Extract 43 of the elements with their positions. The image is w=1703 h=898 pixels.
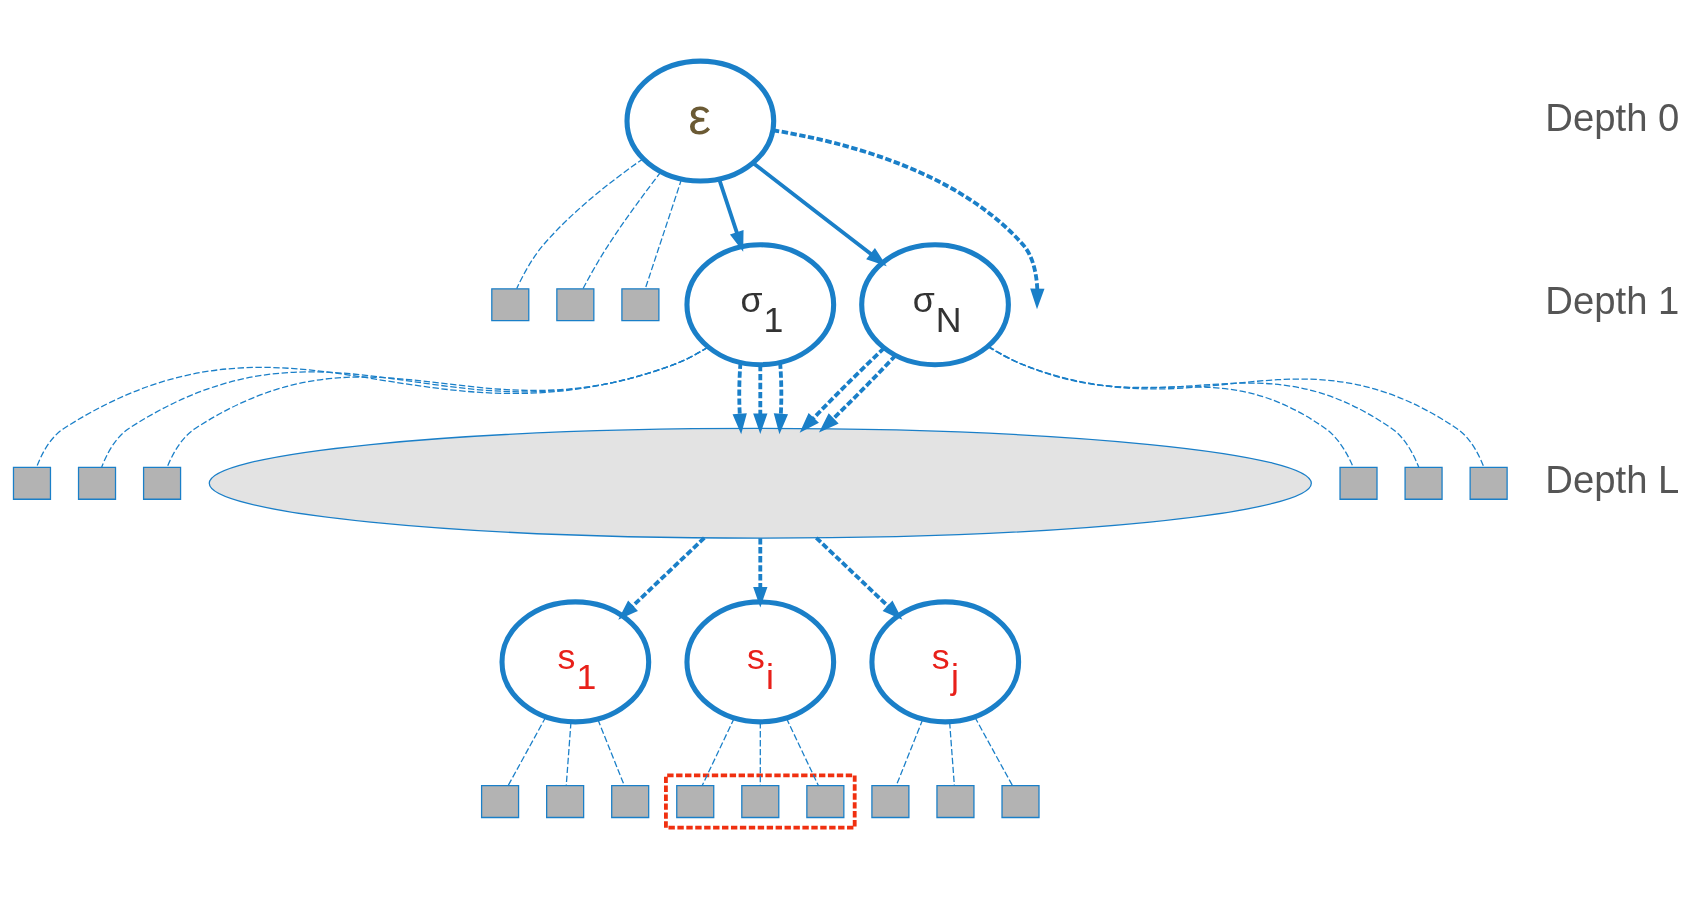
node-box xyxy=(1469,466,1508,500)
arrow xyxy=(818,353,897,433)
connector xyxy=(988,345,1354,468)
node-box xyxy=(142,466,182,500)
connector xyxy=(644,178,683,289)
arrow xyxy=(773,362,789,434)
arrow xyxy=(751,160,887,266)
arrow xyxy=(772,127,1045,309)
node-box xyxy=(611,784,650,818)
node-box xyxy=(546,784,585,818)
node-box xyxy=(1001,784,1040,818)
node-cloud xyxy=(208,427,1312,539)
arrow xyxy=(618,536,706,620)
node-box xyxy=(741,784,780,818)
node-box xyxy=(556,287,595,321)
label: Depth L xyxy=(1545,457,1680,501)
label: Depth 0 xyxy=(1545,95,1680,139)
node-box xyxy=(1404,466,1443,500)
arrow xyxy=(753,537,768,607)
connector xyxy=(895,718,924,786)
node-box xyxy=(621,287,660,321)
cluster xyxy=(664,773,857,830)
arrow xyxy=(799,346,886,433)
node-ellipse: ε xyxy=(624,58,777,184)
node-box xyxy=(1339,466,1378,500)
connector xyxy=(516,157,644,289)
node-box xyxy=(806,784,845,818)
arrow xyxy=(732,362,747,434)
node-box xyxy=(480,784,520,818)
node-box xyxy=(12,466,52,500)
node-box xyxy=(491,287,530,321)
connector xyxy=(785,717,819,786)
node-box xyxy=(871,784,910,818)
label: Depth 1 xyxy=(1545,278,1680,322)
connector xyxy=(582,170,662,289)
node-box xyxy=(676,784,715,818)
arrow xyxy=(753,364,768,434)
connector xyxy=(701,717,735,786)
node-box xyxy=(936,784,975,818)
arrow xyxy=(717,178,744,252)
arrow xyxy=(814,536,903,620)
connector xyxy=(597,718,625,786)
node-box xyxy=(77,466,117,500)
